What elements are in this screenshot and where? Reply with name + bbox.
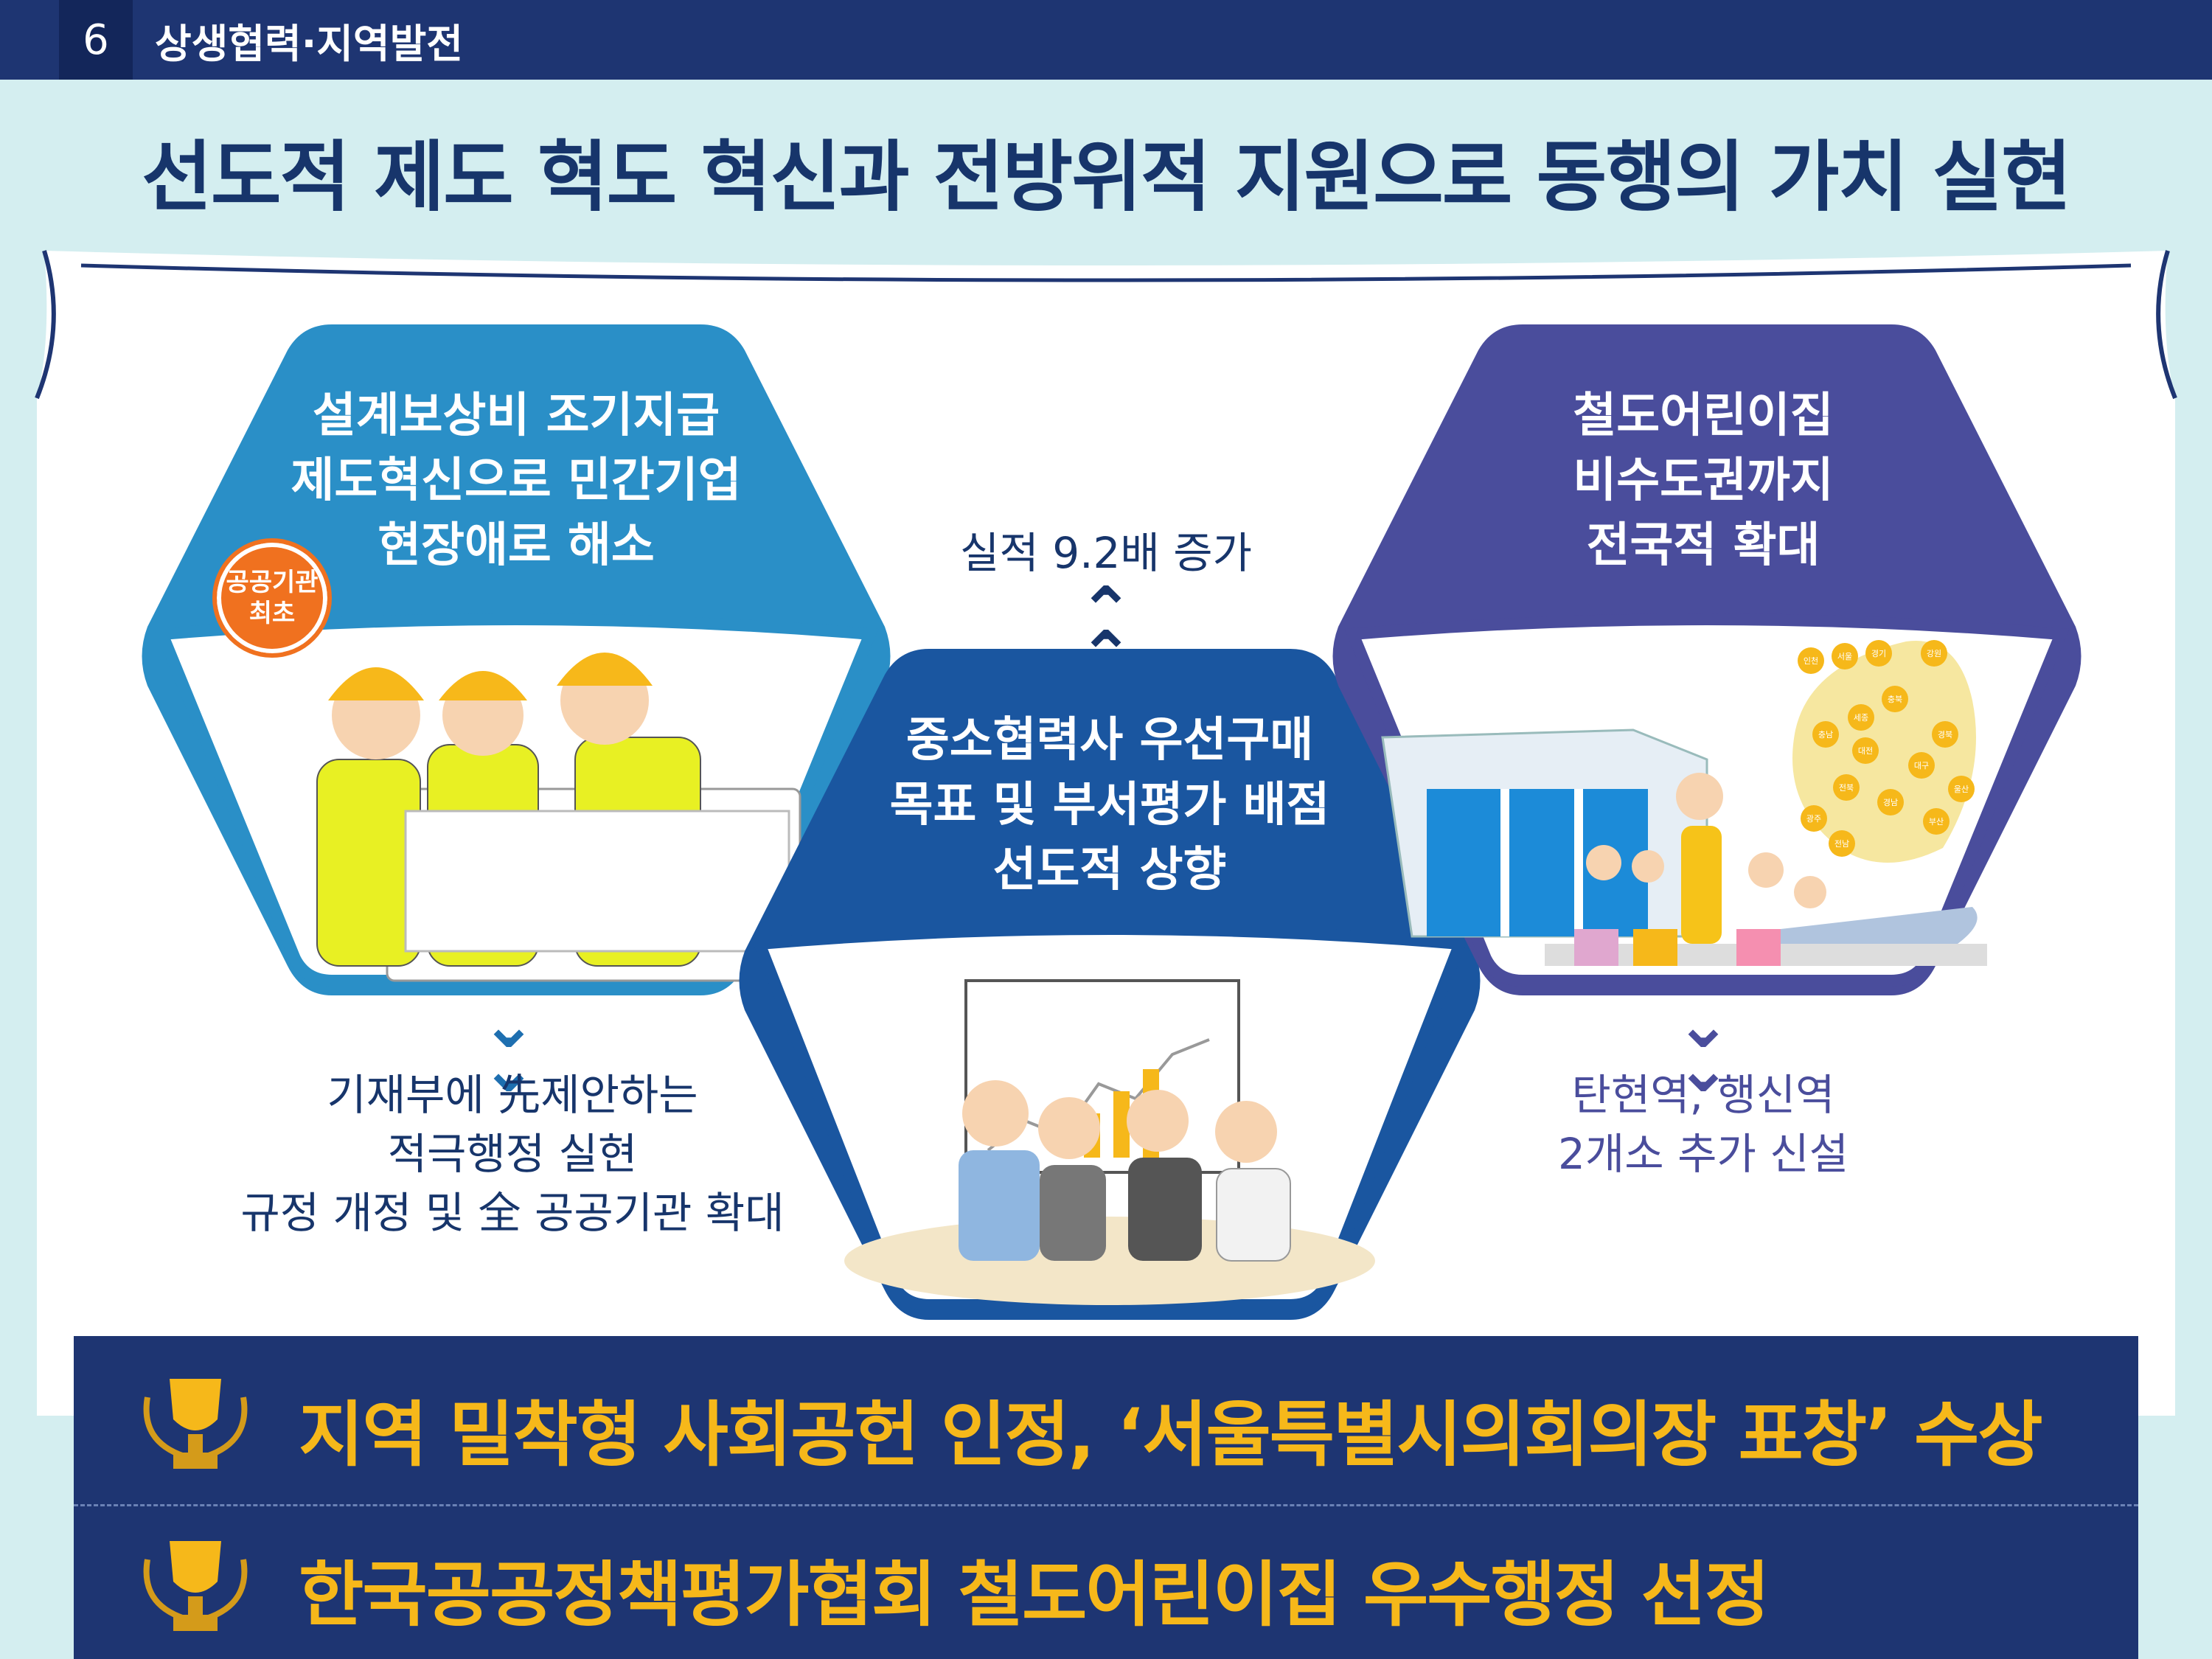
right-caption-line-2: 2개소 추가 신설 (1558, 1129, 1848, 1179)
badge-line-2: 최초 (248, 599, 296, 628)
meeting-illustration (844, 979, 1375, 1305)
center-card-text: 중소협력사 우선구매 목표 및 부서평가 배점 선도적 상향 (818, 708, 1401, 902)
center-top-caption: 실적 9.2배 증가 (960, 528, 1252, 578)
badge-line-1: 공공기관 (226, 568, 319, 597)
map-pin: 경남 (1877, 789, 1904, 815)
map-pin: 광주 (1801, 805, 1827, 832)
left-card-text: 설계보상비 조기지급 제도혁신으로 민간기업 현장애로 해소 (251, 383, 782, 578)
map-pin: 경북 (1932, 721, 1958, 748)
korea-map: 인천 서울 경기 강원 세종 충북 충남 대전 경북 대구 전북 울산 경남 광… (1784, 634, 1976, 885)
map-pin: 부산 (1923, 808, 1950, 835)
right-card-text: 철도어린이집 비수도권까지 전국적 확대 (1475, 383, 1932, 578)
map-pin: 대전 (1852, 737, 1879, 764)
center-line-2: 목표 및 부서평가 배점 (889, 778, 1330, 832)
left-caption-line-3: 규정 개정 및 全 공공기관 확대 (240, 1188, 785, 1238)
section-number: 6 (59, 0, 133, 80)
map-pin: 세종 (1848, 704, 1874, 731)
map-pin: 대구 (1908, 752, 1935, 779)
map-pin: 서울 (1832, 643, 1858, 669)
chevron-down-icon: ⌄⌄ (1675, 986, 1731, 1107)
map-pin: 강원 (1921, 640, 1947, 667)
center-line-3: 선도적 상향 (992, 843, 1227, 897)
map-pin: 충북 (1882, 686, 1908, 712)
right-line-1: 철도어린이집 (1573, 389, 1834, 443)
map-pin: 인천 (1798, 647, 1824, 674)
awards-section (74, 1336, 2138, 1659)
right-line-3: 전국적 확대 (1586, 518, 1820, 573)
right-line-2: 비수도권까지 (1573, 453, 1834, 508)
award-1-text: 지역 밀착형 사회공헌 인정, ‘서울특별시의회의장 표창’ 수상 (299, 1394, 2043, 1476)
station-illustration (1381, 641, 1987, 966)
map-pin: 충남 (1812, 721, 1839, 748)
trophy-icon (143, 1541, 248, 1631)
page-title: 선도적 제도 혁도 혁신과 전방위적 지원으로 동행의 가치 실현 (142, 132, 2072, 222)
trophy-icon (143, 1379, 248, 1469)
center-line-1: 중소협력사 우선구매 (905, 713, 1314, 768)
left-line-1: 설계보상비 조기지급 (312, 389, 720, 443)
left-card (142, 324, 891, 995)
right-caption-line-1: 탄현역, 행신역 (1571, 1070, 1835, 1120)
chevron-down-icon: ⌄⌄ (481, 986, 537, 1107)
left-caption-line-2: 적극행정 실현 (387, 1129, 638, 1179)
header-bar (0, 0, 2212, 80)
map-pin: 울산 (1948, 776, 1975, 802)
award-2-text: 한국공공정책평가협회 철도어린이집 우수행정 선정 (299, 1554, 1770, 1636)
right-card (1332, 324, 2081, 995)
left-caption: 기재부에 先제안하는 적극행정 실현 규정 개정 및 全 공공기관 확대 (184, 1065, 841, 1242)
right-caption: 탄현역, 행신역 2개소 추가 신설 (1475, 1065, 1932, 1183)
center-card (739, 649, 1481, 1320)
left-line-2: 제도혁신으로 민간기업 (291, 453, 742, 508)
section-title: 상생협력·지역발전 (155, 20, 463, 67)
workers-illustration (316, 653, 801, 982)
left-caption-line-1: 기재부에 先제안하는 (327, 1070, 698, 1120)
map-pin: 전북 (1833, 774, 1860, 801)
map-pin: 경기 (1865, 640, 1892, 667)
awards-divider (74, 1504, 2138, 1506)
map-pin: 전남 (1829, 830, 1855, 857)
left-line-3: 현장애로 해소 (378, 518, 655, 573)
